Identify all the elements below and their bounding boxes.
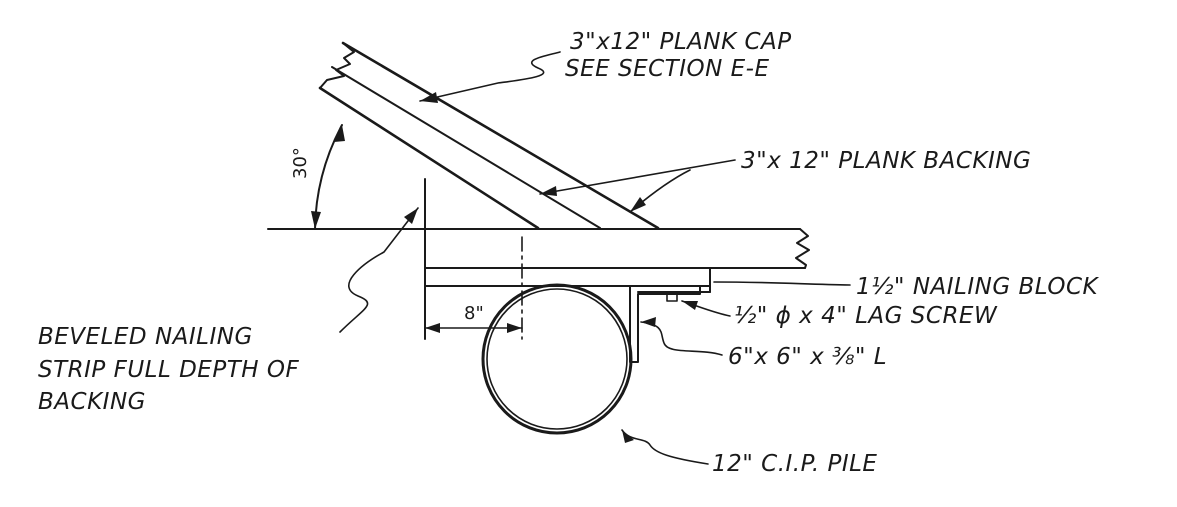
offset-dim-label: 8" [464,303,484,324]
plank-backing [424,228,810,269]
plank-backing-label: 3"x 12" PLANK BACKING [741,148,1031,174]
beveled-leader [339,207,419,333]
pile-leader-arrow [622,430,634,443]
nailing-block-label: 1½" NAILING BLOCK [856,274,1100,300]
plank-cap-leader-arrow [420,92,438,103]
lag-screw [666,293,678,302]
plank-cap-label-line1: 3"x12" PLANK CAP [570,29,792,55]
pile-leader [621,429,709,465]
nailing-block-leader [713,281,851,286]
pile-label: 12" C.I.P. PILE [712,451,877,477]
pile-inner-circle [486,288,628,430]
beveled-label-line2: STRIP FULL DEPTH OF [38,357,299,383]
beveled-label-line1: BEVELED NAILING [38,324,253,350]
offset-arrow-left [425,323,440,333]
plank-cap-label-line2: SEE SECTION E-E [565,56,769,82]
beveled-leader-arrow [404,208,418,224]
plank-cap-break [319,42,355,89]
angle-leader [640,321,723,356]
plank-backing-break [795,228,810,269]
backing-leader-1-arrow [540,186,557,196]
backing-leader-2-arrow [630,197,646,212]
plank-cap-leader [419,51,561,102]
angle-arrow-bottom [311,211,321,229]
beveled-label-line3: BACKING [38,389,146,415]
backing-leader-1 [539,159,736,195]
lag-screw-leader-arrow [682,301,698,310]
angle-leader-arrow [641,317,656,327]
nailing-block [424,267,711,293]
lag-screw-label: ½" ϕ x 4" LAG SCREW [734,303,998,329]
pile-circle [481,283,633,435]
plank-cap [318,41,660,230]
angle-dim-label: 30° [290,147,311,179]
angle-label: 6"x 6" x ⅜" L [728,344,887,370]
angle-arrow-top [334,125,345,142]
offset-arrow-right [507,323,522,333]
